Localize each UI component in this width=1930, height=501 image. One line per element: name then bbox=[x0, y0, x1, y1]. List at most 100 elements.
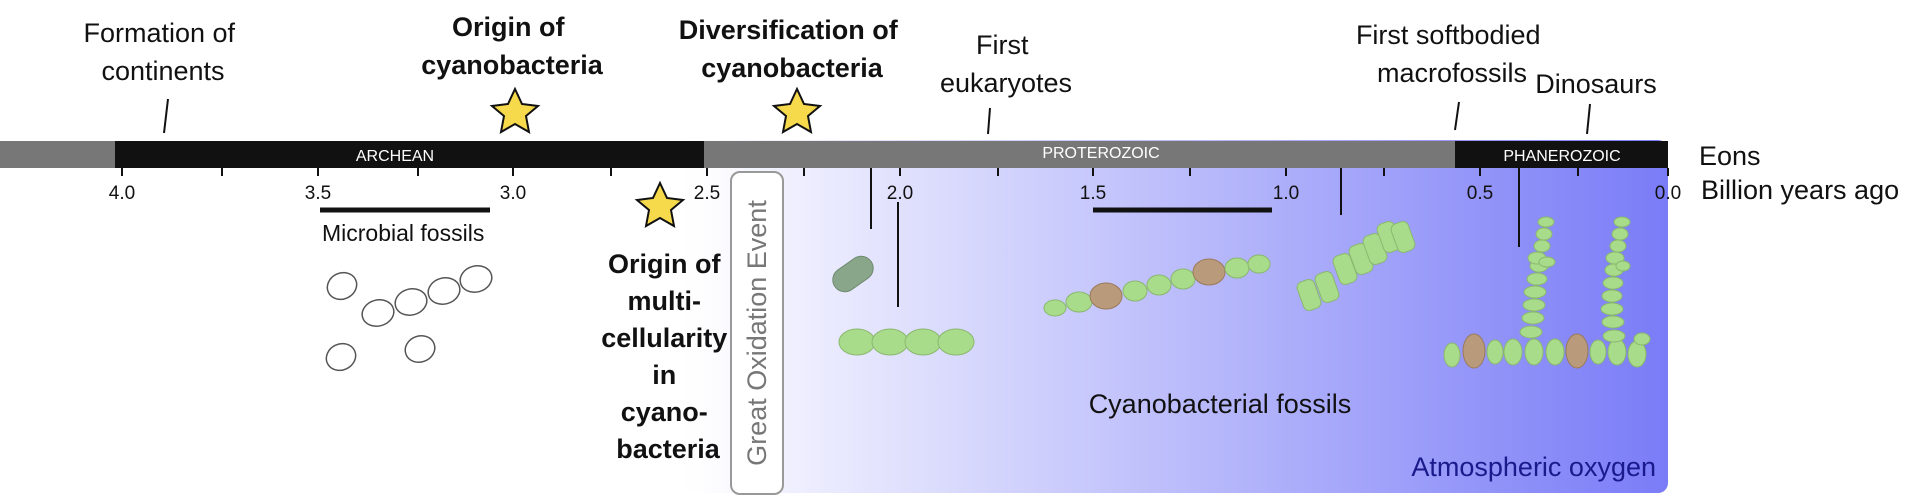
fossil-cell bbox=[1522, 298, 1546, 312]
event-label: Origin of cyanobacteria bbox=[421, 12, 604, 80]
fossil-rod bbox=[1296, 279, 1322, 311]
fossil-cell bbox=[1600, 302, 1624, 316]
tick-label: 2.0 bbox=[887, 183, 913, 204]
fossil-rod bbox=[1314, 271, 1340, 303]
microbial-cell bbox=[459, 265, 493, 293]
fossil-cell bbox=[1443, 342, 1461, 368]
goe-box bbox=[730, 171, 784, 495]
fossil-cell bbox=[1523, 285, 1547, 299]
event-first-softbodied-macrofossils: First softbodied macrofossils bbox=[1356, 20, 1548, 131]
fossil-cell bbox=[1535, 227, 1553, 241]
fossil-cell bbox=[1043, 299, 1067, 317]
microbial-cell bbox=[427, 277, 461, 305]
fossil-cell bbox=[1611, 227, 1629, 241]
microbial-fossils-label: Microbial fossils bbox=[322, 220, 484, 246]
tick-label: 0.5 bbox=[1467, 183, 1493, 204]
event-dinosaurs: Dinosaurs bbox=[1535, 69, 1657, 135]
event-formation-of-continents: Formation of continents bbox=[83, 18, 242, 134]
fossil-cell bbox=[1615, 260, 1631, 272]
event-origin-of-cyanobacteria: Origin of cyanobacteria bbox=[421, 12, 604, 134]
event-pointer-line bbox=[987, 107, 991, 135]
fossil-cell bbox=[1565, 333, 1589, 369]
fossil-cell bbox=[1601, 315, 1625, 329]
event-pointer-line bbox=[1586, 103, 1591, 135]
fossil-cell bbox=[1613, 216, 1631, 228]
fossil-cell bbox=[904, 328, 942, 356]
fossil-rod bbox=[1390, 221, 1416, 253]
tick-label: 2.5 bbox=[694, 183, 720, 204]
star-icon bbox=[634, 180, 686, 228]
event-label: First softbodied macrofossils bbox=[1356, 20, 1548, 88]
fossil-cell bbox=[1609, 239, 1627, 253]
fossil-rod bbox=[832, 255, 874, 293]
fossil-cell bbox=[1486, 339, 1504, 365]
fossil-cell bbox=[1602, 276, 1624, 290]
atmospheric-oxygen-label: Atmospheric oxygen bbox=[1411, 452, 1656, 482]
tick-label: 0.0 bbox=[1655, 183, 1681, 204]
fossil-cell bbox=[1503, 338, 1523, 366]
fossil-cell bbox=[1170, 268, 1196, 290]
units-axis-label: Billion years ago bbox=[1701, 175, 1899, 205]
fossil-cell bbox=[1089, 282, 1123, 310]
event-label: Dinosaurs bbox=[1535, 69, 1657, 99]
fossil-cell bbox=[1533, 239, 1551, 253]
fossil-cell bbox=[871, 328, 909, 356]
fossil-cell bbox=[1146, 274, 1172, 296]
fossil-cell bbox=[1545, 338, 1565, 366]
eons-axis-label: Eons bbox=[1699, 141, 1761, 171]
fossil-cell bbox=[1601, 289, 1623, 303]
eon-phanerozoic-label: PHANEROZOIC bbox=[1503, 148, 1620, 165]
goe-label: Great Oxidation Event bbox=[742, 200, 772, 466]
event-label: Origin of multi- cellularity in cyano- b… bbox=[601, 249, 735, 464]
fossil-cell bbox=[1538, 256, 1556, 268]
fossil-cell bbox=[1537, 216, 1555, 228]
event-origin-of-multicellularity: Origin of multi- cellularity in cyano- b… bbox=[601, 180, 735, 464]
event-pointer-line bbox=[163, 98, 169, 134]
tick-label: 4.0 bbox=[109, 183, 135, 204]
fossil-cell bbox=[1602, 329, 1626, 343]
tick-label: 3.0 bbox=[500, 183, 526, 204]
fossil-cell bbox=[838, 328, 876, 356]
fossil-cell bbox=[1633, 332, 1651, 346]
fossil-cell bbox=[1524, 338, 1544, 366]
microbial-cell bbox=[325, 342, 357, 372]
microbial-cell bbox=[361, 299, 395, 327]
event-first-eukaryotes: First eukaryotes bbox=[940, 30, 1072, 135]
microbial-cell bbox=[394, 288, 428, 316]
fossil-cell bbox=[1462, 333, 1486, 369]
fossil-cell bbox=[1224, 257, 1250, 279]
fossil-cell bbox=[1122, 280, 1148, 302]
event-pointer-line bbox=[1454, 101, 1460, 131]
microbial-cell bbox=[404, 335, 436, 363]
microbial-fossils: Microbial fossils bbox=[320, 207, 493, 372]
eon-archean bbox=[115, 141, 704, 168]
fossil-cell bbox=[1065, 291, 1093, 313]
cyanobacterial-fossils-label: Cyanobacterial fossils bbox=[1089, 389, 1352, 419]
fossil-cell bbox=[1589, 339, 1607, 365]
eon-phanerozoic bbox=[1455, 141, 1668, 168]
fossil-cell bbox=[1526, 272, 1548, 286]
fossil-cell bbox=[1521, 311, 1545, 325]
eon-bar: ARCHEAN PROTEROZOIC PHANEROZOIC bbox=[0, 141, 1668, 168]
tick-label: 1.5 bbox=[1080, 183, 1106, 204]
eon-archean-label: ARCHEAN bbox=[356, 148, 434, 165]
event-label: First eukaryotes bbox=[940, 30, 1072, 98]
axis-ticks: 4.0 3.5 3.0 2.5 2.0 1.5 1.0 0.5 0.0 bbox=[109, 168, 1681, 204]
fossil-cell bbox=[937, 328, 975, 356]
event-label: Diversification of cyanobacteria bbox=[679, 15, 906, 83]
tick-label: 3.5 bbox=[305, 183, 331, 204]
event-diversification-of-cyanobacteria: Diversification of cyanobacteria bbox=[679, 15, 906, 134]
microbial-cell bbox=[326, 271, 358, 301]
fossil-cell bbox=[1192, 258, 1226, 286]
fossil-cell bbox=[1247, 254, 1271, 274]
tick-label: 1.0 bbox=[1273, 183, 1299, 204]
great-oxidation-event: Great Oxidation Event bbox=[730, 171, 784, 495]
fossil-cell bbox=[1519, 325, 1543, 339]
star-icon bbox=[771, 86, 823, 134]
event-label: Formation of continents bbox=[83, 18, 242, 86]
eon-proterozoic-label: PROTEROZOIC bbox=[1042, 145, 1159, 162]
fossil-cell bbox=[1607, 338, 1627, 366]
cyanobacterial-fossils: Cyanobacterial fossils bbox=[832, 168, 1651, 419]
star-icon bbox=[489, 86, 541, 134]
